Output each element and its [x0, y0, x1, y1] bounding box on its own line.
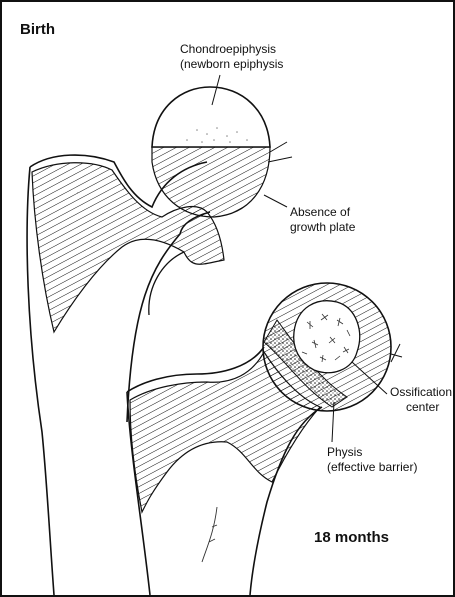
eighteen-month-femur	[127, 283, 402, 595]
stage-label-18-months: 18 months	[314, 530, 389, 545]
ossification-center-label-line1: Ossification	[390, 385, 452, 400]
chondroepiphysis-label-line1: Chondroepiphysis	[180, 42, 276, 57]
stage-label-birth: Birth	[20, 22, 55, 37]
physis-label-line2: (effective barrier)	[327, 460, 417, 475]
physis-label-line1: Physis	[327, 445, 362, 460]
ossification-center-label-line2: center	[406, 400, 439, 415]
chondroepiphysis-label-line2: (newborn epiphysis	[180, 57, 283, 72]
absence-growth-plate-label-line1: Absence of	[290, 205, 350, 220]
birth-femur	[27, 75, 292, 595]
absence-growth-plate-label-line2: growth plate	[290, 220, 355, 235]
